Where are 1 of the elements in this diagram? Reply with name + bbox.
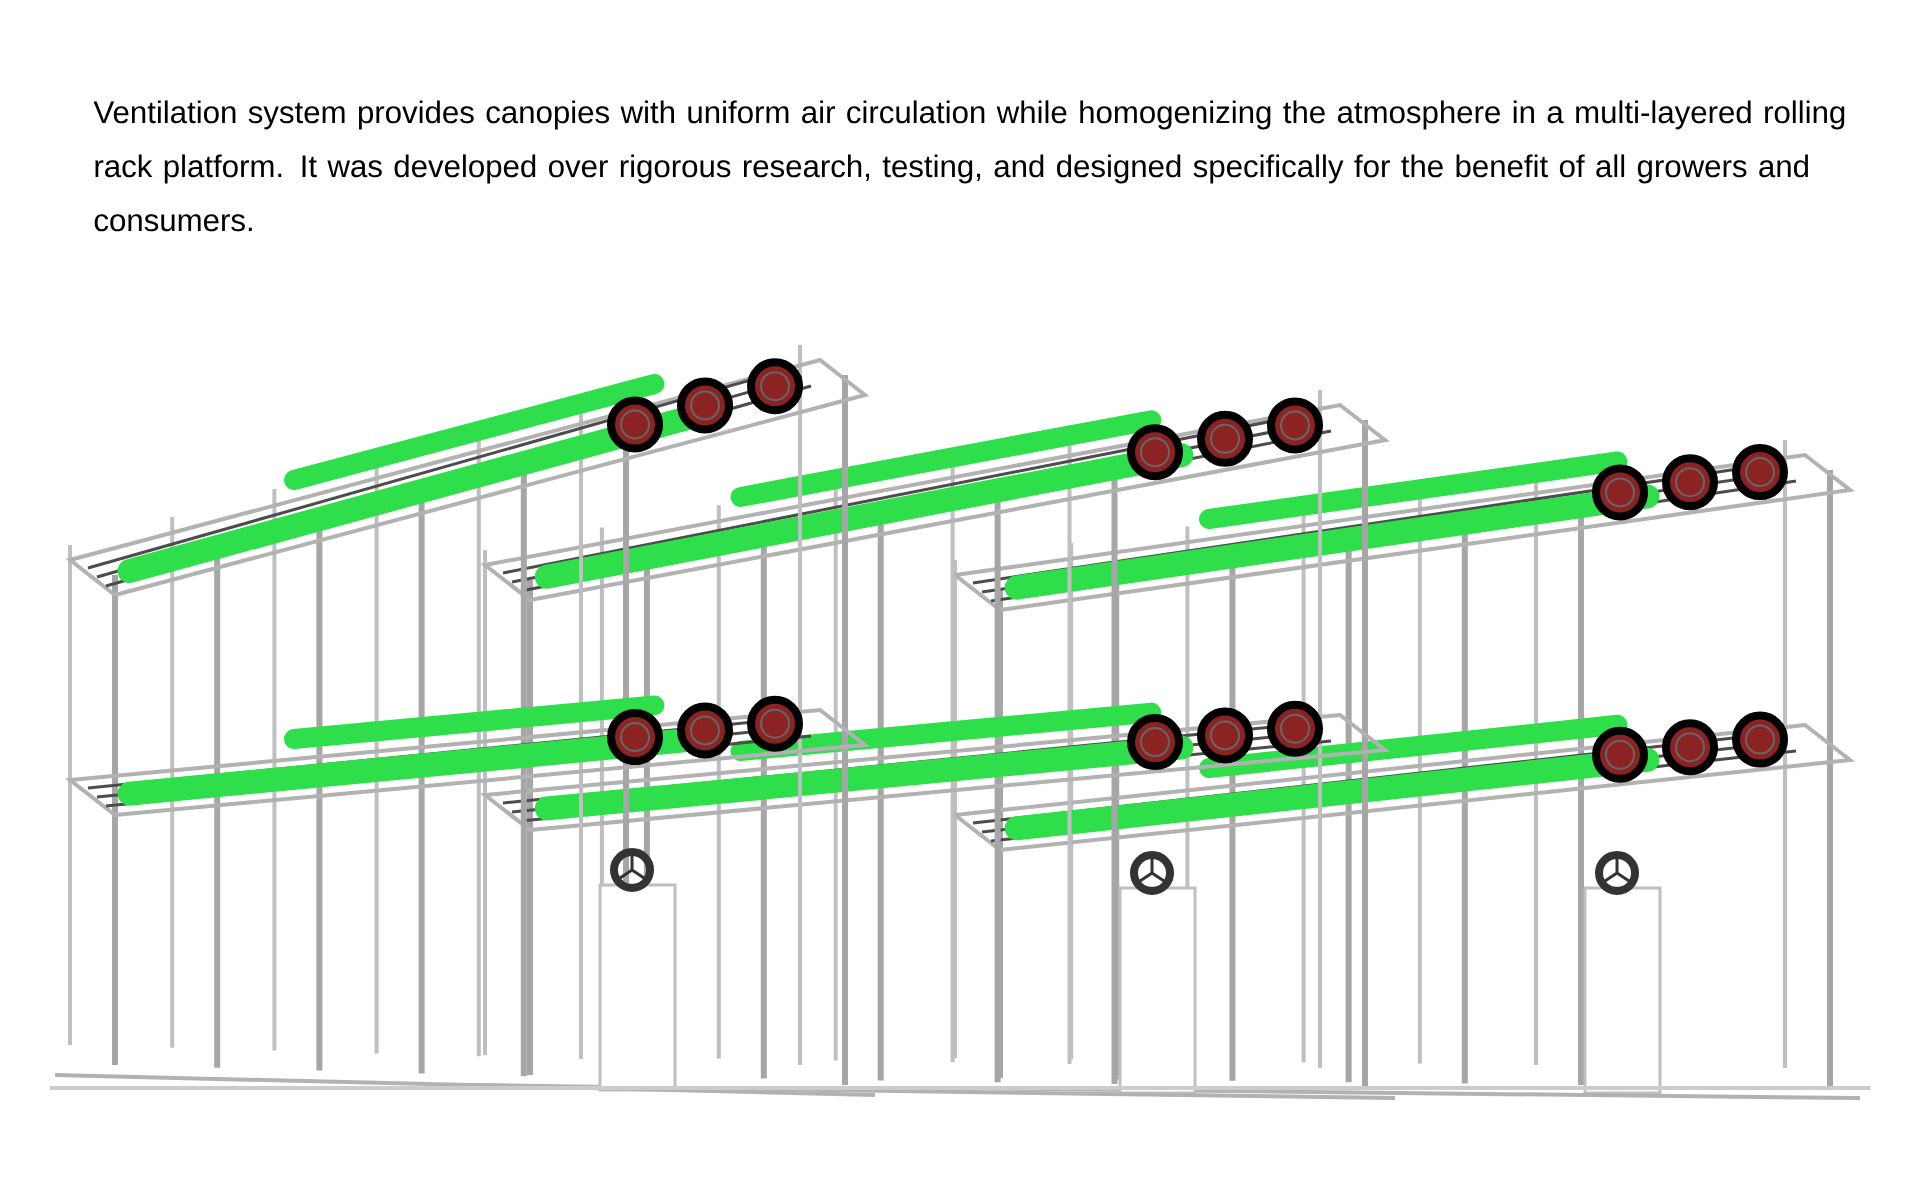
description-text: Ventilation system provides canopies with uniform air circulation while homogenizing the atmosphere in a multi-layered rolling rack platform. It was developed over rigorous research, testing, and designed specifically for the benefit of all growers and consumers. [93, 100, 1845, 232]
